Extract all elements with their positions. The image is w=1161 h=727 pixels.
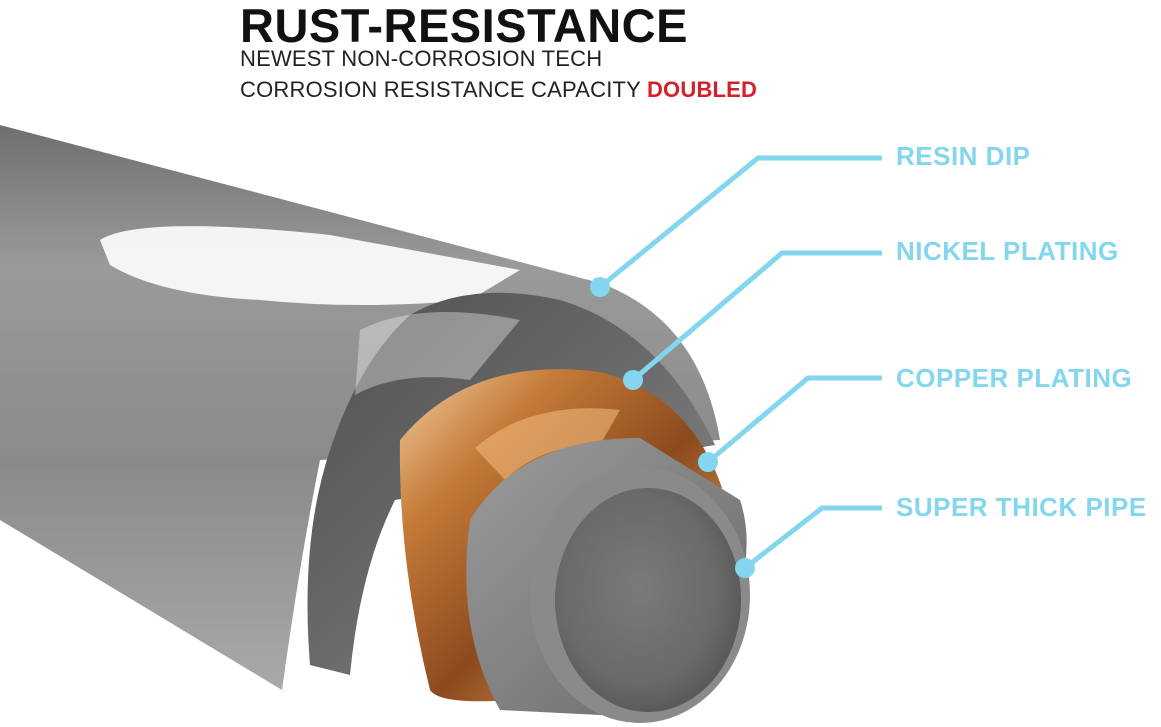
callout-nickel-plating: [631, 250, 882, 382]
copper-plating-inner-edge: [475, 408, 620, 480]
subtitle-line-2-text: CORROSION RESISTANCE CAPACITY: [240, 77, 641, 102]
label-nickel-plating: NICKEL PLATING: [896, 236, 1119, 266]
callout-copper-plating: [706, 375, 882, 464]
resin-dip-highlight: [100, 226, 520, 305]
nickel-plating-sheen: [355, 312, 520, 395]
super-thick-pipe-bore: [555, 488, 741, 712]
callout-super-thick-pipe-dot: [735, 558, 755, 578]
callout-nickel-plating-dot: [623, 370, 643, 390]
subtitle-line-2: CORROSION RESISTANCE CAPACITY DOUBLED: [240, 77, 757, 103]
label-resin-dip: RESIN DIP: [896, 141, 1031, 171]
label-copper-plating: COPPER PLATING: [896, 363, 1133, 393]
page-title: RUST-RESISTANCE: [240, 0, 688, 52]
callout-copper-plating-dot: [698, 452, 718, 472]
subtitle-line-1: NEWEST NON-CORROSION TECH: [240, 46, 603, 71]
callout-resin-dip: [598, 155, 882, 289]
callout-super-thick-pipe: [743, 505, 882, 570]
doubled-emphasis: DOUBLED: [646, 77, 758, 102]
label-super-thick-pipe: SUPER THICK PIPE: [896, 492, 1147, 522]
callout-resin-dip-dot: [590, 277, 610, 297]
